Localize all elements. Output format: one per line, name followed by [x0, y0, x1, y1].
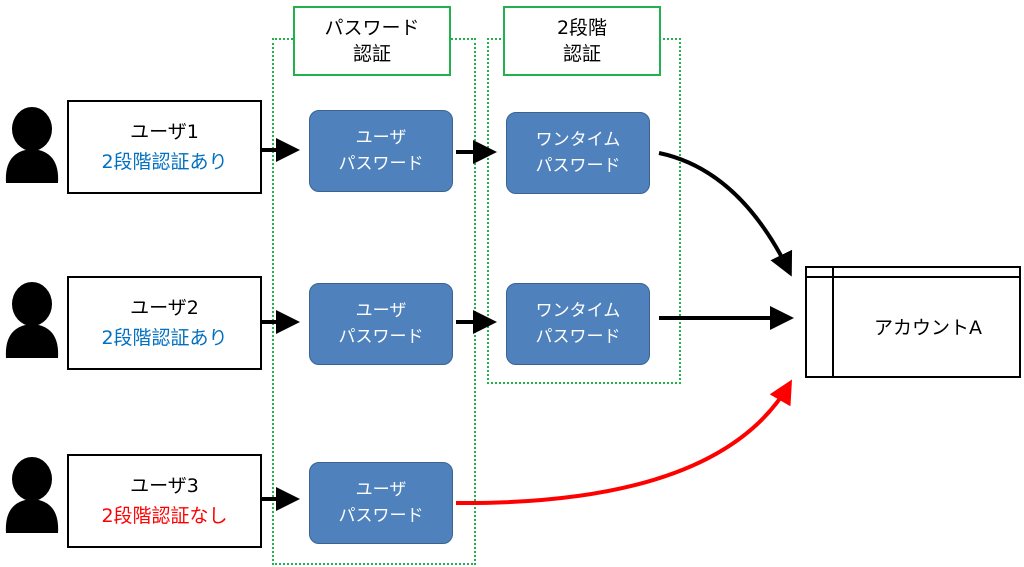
password-step-2-line1: ユーザ	[355, 301, 407, 321]
two-step-auth-zone-label: 2段階 認証	[503, 6, 661, 76]
account-side-line	[832, 268, 834, 376]
otp-step-1: ワンタイム パスワード	[506, 112, 650, 194]
otp-step-1-line1: ワンタイム	[535, 130, 621, 150]
password-auth-zone-label: パスワード 認証	[293, 6, 451, 76]
password-zone-label-line2: 認証	[352, 43, 391, 65]
user-2-person-icon	[5, 282, 59, 358]
otp-step-2: ワンタイム パスワード	[506, 283, 650, 365]
account-a-label: アカウントA	[874, 316, 982, 339]
password-step-1-line1: ユーザ	[355, 128, 407, 148]
account-a: アカウントA	[805, 266, 1021, 378]
otp-step-2-line1: ワンタイム	[535, 301, 621, 321]
user-1-box: ユーザ1 2段階認証あり	[67, 100, 262, 194]
password-step-2: ユーザ パスワード	[309, 283, 453, 365]
user-1-status: 2段階認証あり	[101, 151, 228, 173]
arrow-password3-to-account-bypass	[455, 379, 792, 506]
password-step-1: ユーザ パスワード	[309, 110, 453, 192]
user-3-name: ユーザ3	[130, 475, 199, 497]
user-2-name: ユーザ2	[130, 297, 199, 319]
password-step-1-line2: パスワード	[338, 154, 424, 174]
password-step-2-line2: パスワード	[338, 327, 424, 347]
user-1-person-icon	[5, 107, 59, 183]
user-3-status: 2段階認証なし	[101, 505, 228, 527]
user-2-box: ユーザ2 2段階認証あり	[67, 276, 262, 370]
password-step-3-line2: パスワード	[338, 506, 424, 526]
two-step-zone-label-line1: 2段階	[556, 17, 608, 39]
password-step-3-line1: ユーザ	[355, 480, 407, 500]
arrow-otp1-to-account	[658, 151, 793, 277]
two-step-zone-label-line2: 認証	[562, 43, 601, 65]
otp-step-2-line2: パスワード	[535, 327, 621, 347]
user-2-status: 2段階認証あり	[101, 327, 228, 349]
user-1-name: ユーザ1	[130, 121, 199, 143]
password-step-3: ユーザ パスワード	[309, 462, 453, 544]
user-3-box: ユーザ3 2段階認証なし	[67, 454, 262, 548]
account-header-line	[807, 276, 1019, 278]
password-zone-label-line1: パスワード	[324, 17, 420, 39]
user-3-person-icon	[5, 457, 59, 533]
otp-step-1-line2: パスワード	[535, 156, 621, 176]
